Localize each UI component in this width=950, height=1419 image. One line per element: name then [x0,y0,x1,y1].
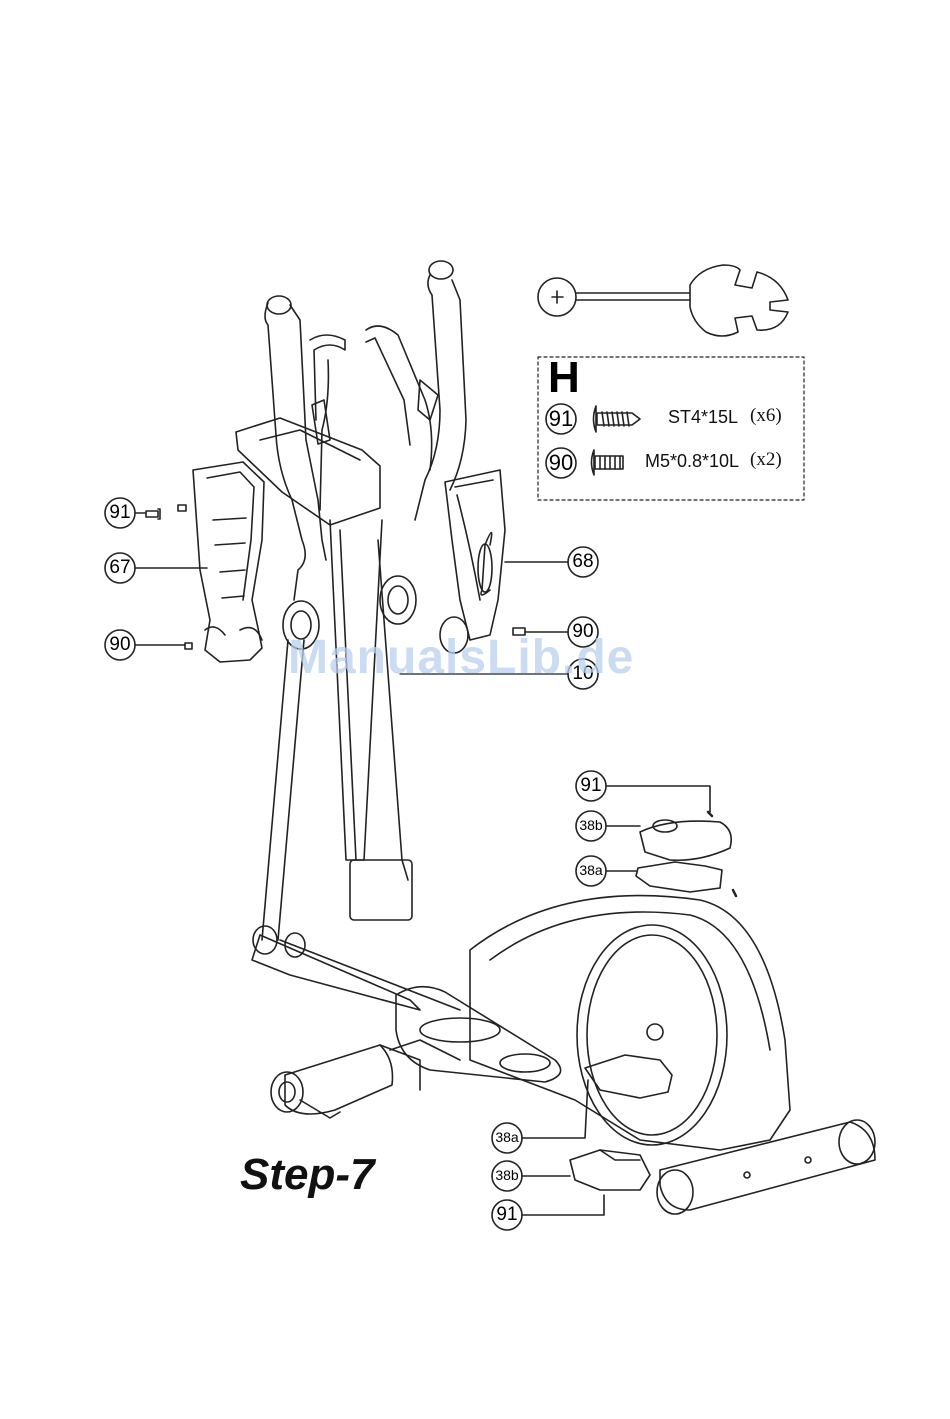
callout-91-top: 91 [576,775,606,797]
hardware-spec-st4: ST4*15L [668,407,738,428]
callout-67: 67 [105,557,135,579]
callout-38b-top: 38b [576,817,606,833]
callout-90-left: 90 [105,634,135,656]
callout-68: 68 [568,551,598,573]
callout-38a-top: 38a [576,862,606,878]
callout-91-bottom: 91 [492,1204,522,1226]
hardware-pack-letter: H [548,353,580,403]
wrench-tool-icon [538,265,788,336]
hardware-spec-m5: M5*0.8*10L [645,451,739,472]
callout-38b-bottom: 38b [492,1167,522,1183]
callout-10: 10 [568,663,598,685]
step-title: Step-7 [240,1150,374,1200]
callout-90-right: 90 [568,621,598,643]
hardware-qty-m5: (x2) [750,449,782,471]
callout-38a-bottom: 38a [492,1129,522,1145]
bolt-m5-icon [592,450,624,475]
hardware-part-90: 90 [546,450,576,476]
callout-91-left: 91 [105,502,135,524]
screw-st4-icon [594,406,641,432]
hardware-qty-st4: (x6) [750,405,782,427]
hardware-part-91: 91 [546,406,576,432]
